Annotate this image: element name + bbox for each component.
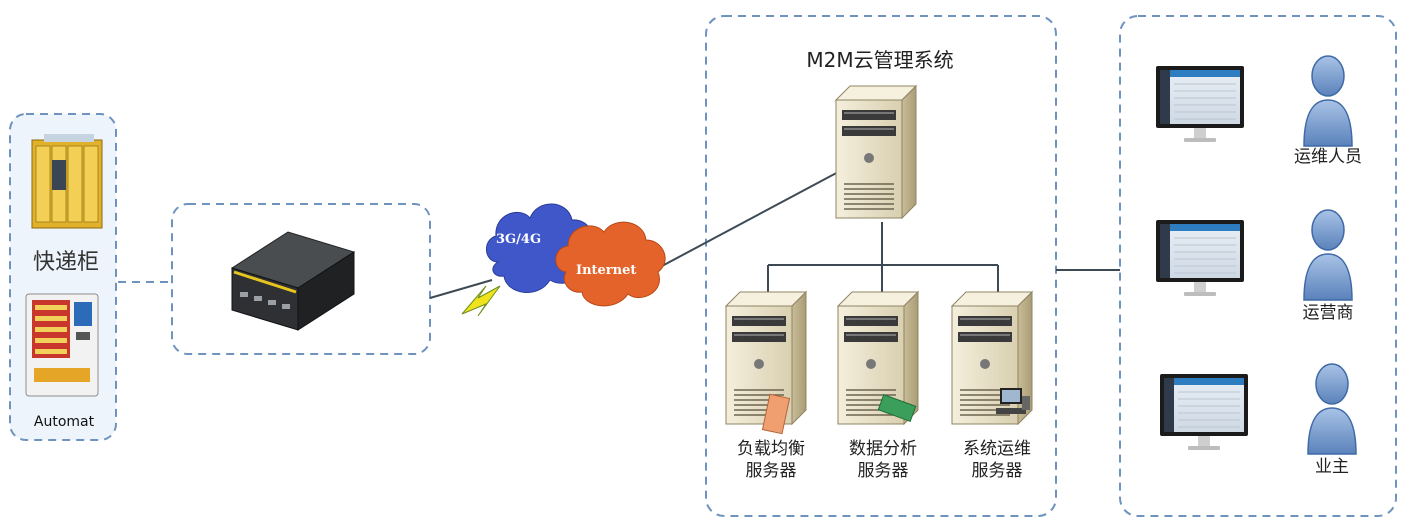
server-label-line2: 服务器 bbox=[971, 461, 1023, 481]
load-balancer-server-icon bbox=[725, 291, 807, 425]
mobile-network-label: 3G/4G bbox=[496, 232, 542, 247]
workstation-icon bbox=[996, 388, 1030, 414]
monitor-icon bbox=[1155, 219, 1245, 297]
person-icon bbox=[1303, 209, 1353, 301]
users-group-box bbox=[1119, 15, 1397, 517]
operations-server-icon bbox=[951, 291, 1033, 425]
data-analysis-server-label: 数据分析 服务器 bbox=[828, 438, 938, 482]
cloud-system-title: M2M云管理系统 bbox=[806, 48, 954, 72]
user-role-label: 业主 bbox=[1315, 457, 1349, 477]
internet-cloud-icon bbox=[555, 221, 666, 307]
m2m-router-icon bbox=[230, 231, 356, 331]
server-label-line1: 负载均衡 bbox=[737, 439, 805, 459]
wireless-link-line bbox=[429, 279, 493, 299]
vending-machine-label: Automat bbox=[33, 414, 95, 430]
circuit-board-icon bbox=[877, 394, 917, 422]
parcel-locker-icon bbox=[31, 134, 103, 229]
wireless-signal-icon bbox=[461, 285, 501, 317]
operations-server-label: 系统运维 服务器 bbox=[942, 438, 1052, 482]
monitor-icon bbox=[1159, 373, 1249, 451]
server-label-line2: 服务器 bbox=[857, 461, 909, 481]
main-server-icon bbox=[835, 85, 917, 219]
person-icon bbox=[1303, 55, 1353, 147]
gateway-group-box bbox=[171, 203, 431, 355]
user-role-label: 运维人员 bbox=[1294, 147, 1362, 167]
server-label-line1: 数据分析 bbox=[849, 439, 917, 459]
person-icon bbox=[1307, 363, 1357, 455]
internet-label: Internet bbox=[576, 263, 637, 278]
server-label-line1: 系统运维 bbox=[963, 439, 1031, 459]
vending-machine-icon bbox=[25, 293, 99, 397]
document-icon bbox=[761, 393, 791, 435]
parcel-locker-label: 快递柜 bbox=[32, 250, 99, 275]
monitor-icon bbox=[1155, 65, 1245, 143]
load-balancer-server-label: 负载均衡 服务器 bbox=[716, 438, 826, 482]
server-label-line2: 服务器 bbox=[745, 461, 797, 481]
cloud-system-box bbox=[705, 15, 1057, 517]
user-role-label: 运营商 bbox=[1302, 303, 1354, 323]
